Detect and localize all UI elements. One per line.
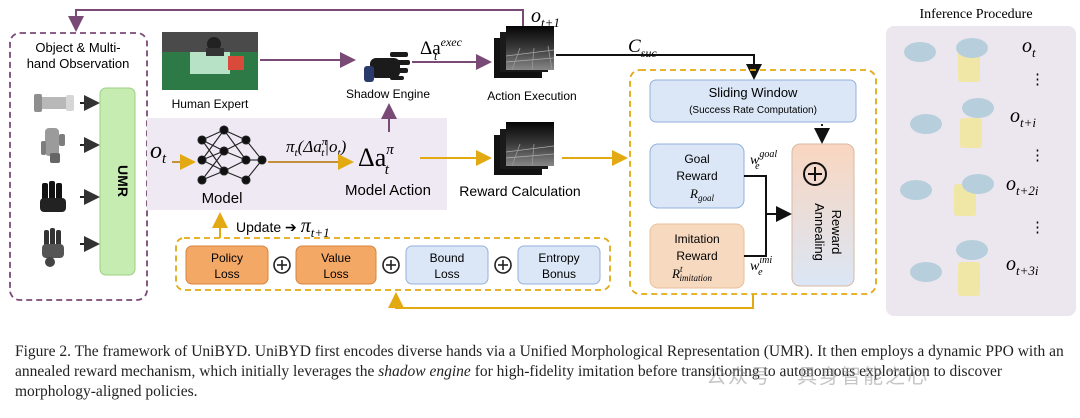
inference-title: Inference Procedure — [919, 7, 1032, 22]
inference-dots-1: ⋮ — [1030, 71, 1045, 88]
inference-step-3-obs: ot+2i — [1006, 173, 1039, 198]
inference-step-2-obs: ot+i — [1010, 105, 1036, 130]
model-label: Model — [202, 190, 243, 207]
policy-loss-line2: Loss — [214, 267, 239, 281]
policy-loss-line1: Policy — [211, 251, 243, 265]
model-area — [147, 118, 447, 210]
annealing-label-line1: Reward — [829, 210, 844, 255]
inference-dots-3: ⋮ — [1030, 219, 1045, 236]
entropy-bonus-line1: Entropy — [538, 251, 579, 265]
umr-label: UMR — [115, 165, 131, 197]
inference-step-1-obs: ot — [1022, 35, 1036, 60]
arrow-reward-to-loss — [388, 292, 754, 309]
plus-icon-2 — [382, 256, 400, 274]
entropy-bonus-box: Entropy Bonus — [517, 245, 601, 285]
o-t1-label: ot+1 — [531, 5, 560, 30]
update-label: Update ➔πt+1 — [236, 215, 330, 240]
caption-italic: shadow engine — [378, 363, 471, 380]
reward-annealing-box — [791, 143, 855, 287]
bound-loss-box: Bound Loss — [405, 245, 489, 285]
umr-box — [99, 87, 136, 276]
inference-step-2 — [910, 98, 994, 148]
figure-caption: Figure 2. The framework of UniBYD. UniBY… — [15, 342, 1075, 402]
robot-hand-icon-2 — [40, 181, 66, 212]
arrow-goal-to-annealing — [744, 175, 792, 222]
o-t-label: ot — [150, 138, 167, 167]
arrow-csuc-to-window — [556, 54, 762, 80]
sliding-window-subtitle: (Success Rate Computation) — [689, 105, 817, 116]
gripper-hand-icon — [34, 94, 74, 112]
bound-loss-line1: Bound — [430, 251, 465, 265]
imitation-reward-line2: Reward — [676, 249, 717, 263]
inference-dots-2: ⋮ — [1030, 147, 1045, 164]
model-network-icon — [197, 125, 267, 185]
goal-reward-line2: Reward — [676, 169, 717, 183]
robot-hand-icon-1 — [41, 128, 65, 163]
entropy-bonus-line2: Bonus — [542, 267, 576, 281]
value-loss-box: Value Loss — [295, 245, 377, 285]
bound-loss-line2: Loss — [434, 267, 459, 281]
imitation-reward-line1: Imitation — [674, 232, 719, 246]
inference-step-1 — [904, 38, 988, 82]
inference-step-4-obs: ot+3i — [1006, 253, 1039, 278]
caption-part2: for high-fidelity imitation before trans… — [15, 363, 1003, 400]
caption-part1: Figure 2. The framework of UniBYD. UniBY… — [15, 343, 1064, 380]
framework-diagram: Object & Multi- hand Observation UMR ot — [9, 5, 1076, 316]
human-expert-image — [162, 32, 258, 90]
plus-icon-1 — [273, 256, 291, 274]
sliding-window-box — [649, 79, 857, 123]
model-action-label: Model Action — [345, 182, 431, 199]
c-suc-label: Csuc — [628, 36, 657, 60]
inference-step-4 — [910, 240, 988, 296]
value-loss-line1: Value — [321, 251, 351, 265]
plus-icon-annealing — [803, 162, 827, 186]
reward-calculation-image — [494, 122, 555, 175]
shadow-hand-icon — [364, 52, 410, 82]
observation-title-line2: hand Observation — [27, 56, 130, 71]
value-loss-line2: Loss — [323, 267, 348, 281]
arrow-imitation-to-annealing — [744, 214, 767, 257]
goal-reward-symbol: Rgoal — [689, 186, 714, 203]
human-expert-label: Human Expert — [172, 97, 249, 111]
reward-calculation-label: Reward Calculation — [459, 183, 580, 199]
arrow-feedback-observation — [68, 9, 524, 32]
robot-hand-icon-3 — [42, 228, 64, 267]
goal-reward-line1: Goal — [684, 152, 709, 166]
observation-title-line1: Object & Multi- — [35, 40, 120, 55]
sliding-window-title: Sliding Window — [709, 85, 798, 100]
observation-box — [9, 32, 148, 301]
plus-icon-3 — [494, 256, 512, 274]
action-execution-image — [494, 26, 555, 78]
action-execution-label: Action Execution — [487, 89, 576, 103]
annealing-label-line2: Annealing — [812, 203, 827, 261]
policy-loss-box: Policy Loss — [185, 245, 269, 285]
shadow-engine-label: Shadow Engine — [346, 87, 430, 101]
inference-step-3 — [900, 174, 994, 216]
inference-panel — [886, 26, 1076, 316]
